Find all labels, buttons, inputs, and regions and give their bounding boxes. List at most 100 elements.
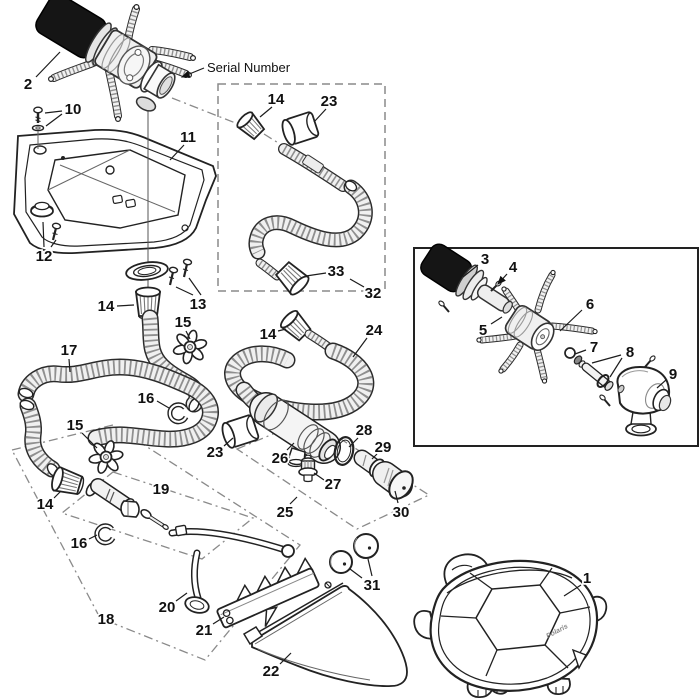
leader-line-13	[175, 286, 194, 296]
part-label-14: 14	[37, 496, 54, 513]
leader-line-24	[352, 337, 368, 358]
leader-line-29	[371, 453, 378, 460]
hose-clip-16a	[167, 402, 189, 425]
leader-line-26	[286, 442, 295, 451]
part-label-8: 8	[626, 344, 634, 361]
part-label-20: 20	[159, 599, 176, 616]
region-hose-kit-box-32	[217, 83, 386, 292]
sweep-tail-assembly-2	[35, 0, 197, 122]
leader-line-14	[53, 490, 62, 499]
region-sweep-detail-inset	[413, 247, 699, 447]
part-label-3: 3	[481, 251, 489, 268]
backup-valve-26	[249, 392, 341, 468]
chain-connector-line	[171, 97, 239, 125]
part-label-15: 15	[175, 314, 192, 331]
part-label-5: 5	[479, 322, 487, 339]
part-label-14: 14	[260, 326, 277, 343]
part-label-26: 26	[272, 450, 289, 467]
part-label-27: 27	[325, 476, 342, 493]
rubber-foot-12	[30, 201, 62, 241]
leader-line-8	[609, 357, 623, 378]
leader-line-10	[45, 113, 63, 127]
part-label-31: 31	[364, 577, 381, 594]
part-label-9: 9	[669, 366, 677, 383]
hose-sleeve-23b	[221, 414, 260, 449]
chain-connector-line	[263, 133, 281, 145]
leader-line-31	[349, 568, 363, 579]
leader-line-4	[497, 273, 508, 285]
part-label-29: 29	[375, 439, 392, 456]
leader-line-31	[367, 558, 373, 577]
leader-line-12	[42, 221, 45, 248]
part-label-13: 13	[190, 296, 207, 313]
leader-line-33	[305, 272, 327, 277]
part-label-33: 33	[328, 263, 345, 280]
valve-nozzle-27	[298, 454, 318, 483]
leader-line-13	[188, 277, 202, 296]
mounting-screw-10	[31, 106, 45, 149]
part-label-6: 6	[586, 296, 594, 313]
hose-nut-33	[274, 260, 310, 296]
turtle-body-1	[413, 553, 608, 698]
leader-line-27	[313, 472, 325, 481]
part-label-23: 23	[207, 444, 224, 461]
part-label-17: 17	[61, 342, 78, 359]
annotation-arrow	[180, 67, 205, 78]
leader-line-1	[563, 584, 582, 597]
part-label-24: 24	[366, 322, 383, 339]
part-label-1: 1	[583, 570, 591, 587]
o-ring-28	[333, 436, 355, 466]
part-label-22: 22	[263, 663, 280, 680]
rudder-fin-22	[242, 581, 408, 687]
leader-line-23	[313, 108, 327, 123]
leader-line-16	[88, 534, 98, 540]
inset-detail-contents	[420, 243, 672, 437]
hose-sleeve-23a	[281, 111, 320, 146]
part-label-16: 16	[71, 535, 88, 552]
part-label-14: 14	[268, 91, 285, 108]
elbow-fitting-9	[616, 365, 672, 437]
hose-clip-16b	[94, 523, 116, 546]
part-label-18: 18	[98, 611, 115, 628]
feed-hose-17	[17, 358, 219, 478]
leader-line-7	[574, 349, 587, 355]
leader-line-22	[279, 652, 292, 665]
leader-line-20	[175, 592, 188, 602]
leader-line-6	[559, 309, 583, 332]
part-label-4: 4	[509, 259, 518, 276]
leader-line-14	[259, 106, 273, 118]
leader-line-2	[35, 51, 61, 78]
leader-line-32	[349, 278, 365, 288]
part-label-15: 15	[67, 417, 84, 434]
leader-line-11	[169, 144, 185, 161]
axle-assembly	[85, 478, 169, 530]
part-label-23: 23	[321, 93, 338, 110]
part-label-7: 7	[590, 339, 598, 356]
part-label-32: 32	[365, 285, 382, 302]
leader-line-10	[44, 110, 63, 114]
part-label-14: 14	[98, 298, 115, 315]
wishbone-frame-20	[168, 524, 295, 614]
screws-13	[168, 258, 193, 286]
leader-line-30	[394, 490, 399, 504]
part-label-25: 25	[277, 504, 294, 521]
leader-line-28	[348, 437, 359, 448]
leader-line-14	[116, 304, 135, 307]
chassis-body	[13, 128, 217, 255]
part-label-28: 28	[356, 422, 373, 439]
leader-line-3	[462, 264, 479, 278]
sweep-wear-balls-31	[329, 533, 379, 574]
hose-nut-14a	[134, 286, 162, 320]
leader-line-12	[50, 239, 57, 248]
part-label-16: 16	[138, 390, 155, 407]
leader-line-25	[289, 496, 298, 505]
leader-line-14	[277, 328, 287, 332]
leader-line-16	[156, 400, 170, 409]
hose-kit-32-contents	[236, 111, 373, 296]
part-label-2: 2	[24, 76, 32, 93]
leader-line-15	[185, 330, 191, 340]
seal-gasket	[125, 261, 169, 281]
